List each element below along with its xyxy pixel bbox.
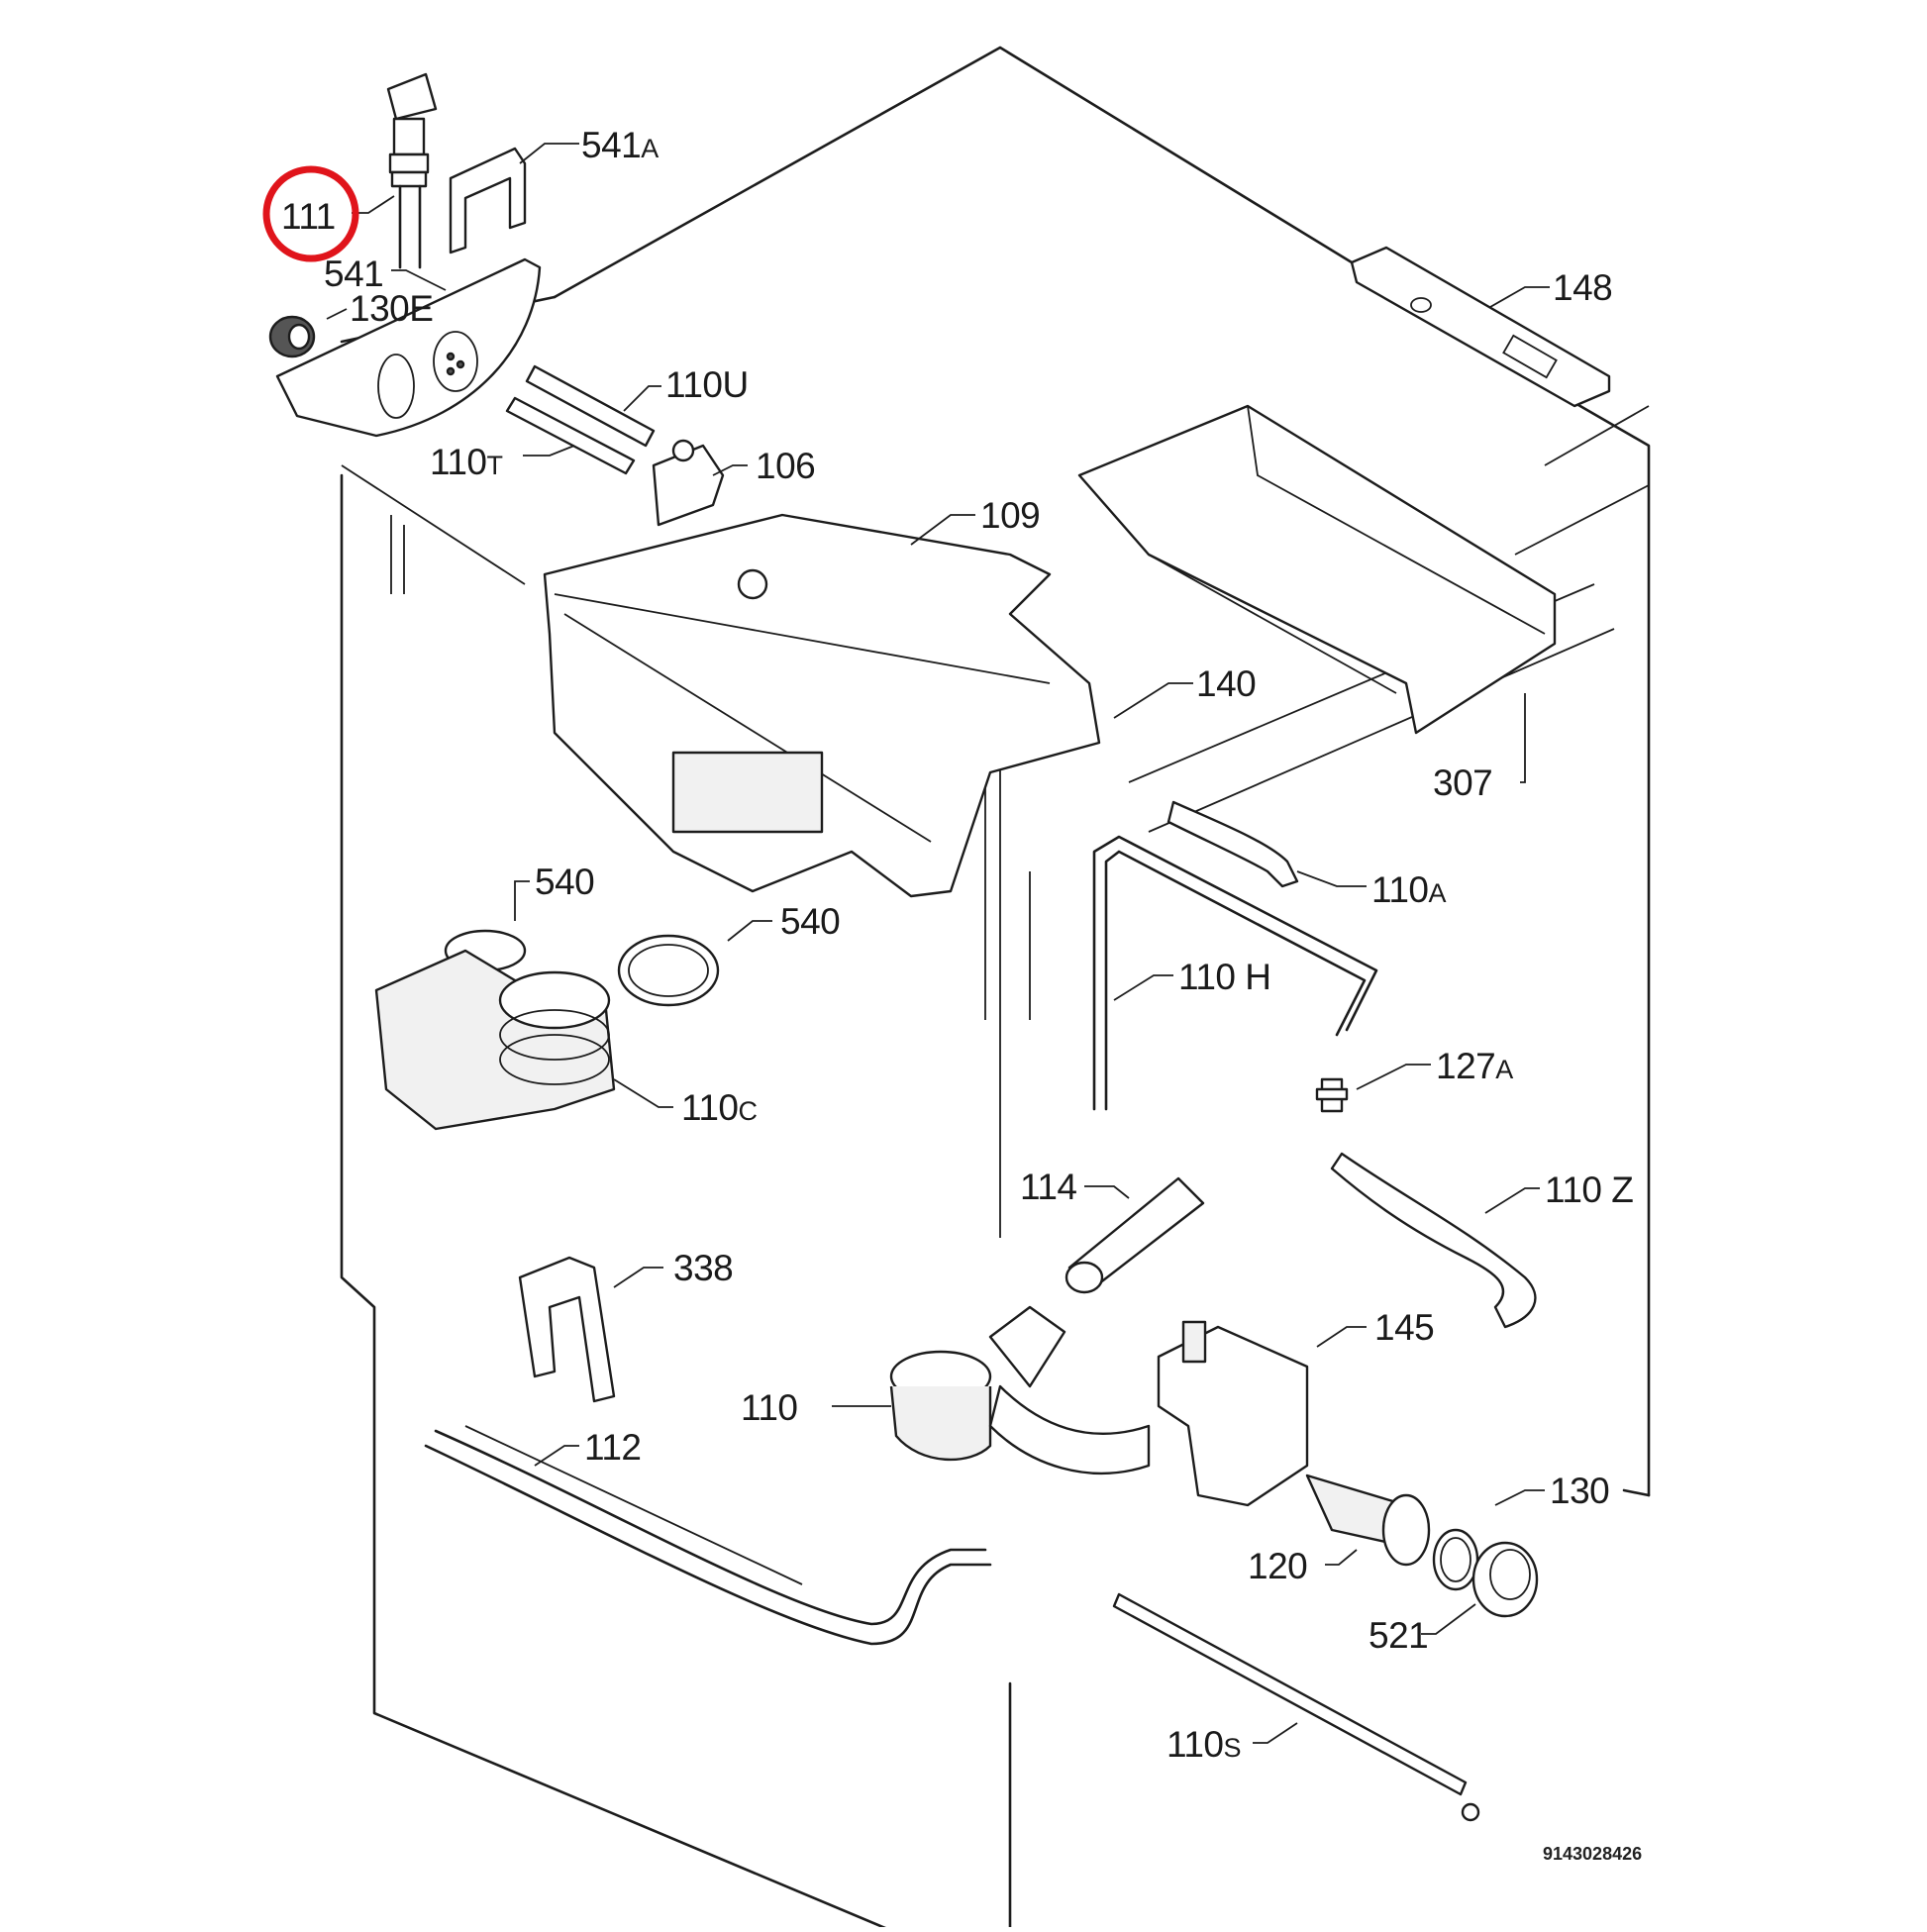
label-130E[interactable]: 130E	[350, 288, 434, 329]
part-109-dispenser-housing	[543, 513, 1101, 898]
label-307[interactable]: 307	[1433, 763, 1493, 803]
label-130[interactable]: 130	[1550, 1471, 1610, 1511]
label-540-a[interactable]: 540	[535, 862, 595, 902]
label-521[interactable]: 521	[1369, 1615, 1429, 1656]
part-307-detergent-drawer	[1077, 404, 1557, 735]
label-110U[interactable]: 110U	[665, 364, 749, 405]
label-541A[interactable]: 541A	[581, 125, 659, 165]
part-541-bracket	[275, 257, 542, 438]
label-145[interactable]: 145	[1374, 1307, 1435, 1348]
part-110Z-hose	[1330, 1152, 1537, 1329]
part-110U-110T-rods	[505, 364, 656, 475]
label-106[interactable]: 106	[756, 446, 816, 486]
label-110Z[interactable]: 110 Z	[1545, 1169, 1634, 1210]
part-127A-fitting	[1315, 1077, 1349, 1113]
label-541[interactable]: 541	[324, 254, 384, 294]
highlight-circle	[262, 165, 359, 262]
part-110A-hose	[1166, 800, 1299, 888]
part-145-pump	[1157, 1320, 1309, 1507]
part-110-sump-hose	[889, 1305, 1151, 1475]
label-110C[interactable]: 110C	[681, 1087, 758, 1128]
label-110H[interactable]: 110 H	[1178, 957, 1271, 997]
label-127A[interactable]: 127A	[1436, 1046, 1513, 1086]
part-120-filter	[1305, 1474, 1431, 1567]
part-541A-clip	[449, 147, 527, 254]
part-111-inlet-hose	[386, 72, 438, 269]
label-112[interactable]: 112	[584, 1427, 642, 1468]
label-110A[interactable]: 110A	[1371, 869, 1447, 910]
label-540-b[interactable]: 540	[780, 901, 841, 942]
label-120[interactable]: 120	[1248, 1546, 1308, 1586]
label-110T[interactable]: 110T	[430, 442, 503, 482]
part-110S-rod	[1112, 1592, 1480, 1822]
part-148-lid	[1350, 246, 1611, 408]
label-110S[interactable]: 110S	[1166, 1724, 1242, 1765]
part-106-valve	[652, 439, 725, 527]
part-110C-bellows	[374, 949, 616, 1131]
part-114-sensor	[1065, 1176, 1205, 1294]
label-109[interactable]: 109	[980, 495, 1041, 536]
part-112-drain-hose	[424, 1429, 992, 1646]
leader-lines	[326, 143, 1550, 1744]
part-110H-hose	[1092, 835, 1378, 1111]
part-130-oring	[1432, 1528, 1479, 1591]
label-140[interactable]: 140	[1196, 663, 1257, 704]
part-130E-nut	[268, 315, 316, 358]
part-521-cap	[1471, 1541, 1539, 1618]
label-114[interactable]: 114	[1020, 1167, 1077, 1207]
label-111[interactable]: 111	[281, 196, 336, 237]
part-540-clamp-b	[617, 934, 720, 1007]
label-110[interactable]: 110	[741, 1387, 798, 1428]
part-338-bracket	[518, 1256, 616, 1403]
label-338[interactable]: 338	[673, 1248, 734, 1288]
figure-code: 9143028426	[1543, 1844, 1643, 1864]
label-148[interactable]: 148	[1553, 267, 1613, 308]
